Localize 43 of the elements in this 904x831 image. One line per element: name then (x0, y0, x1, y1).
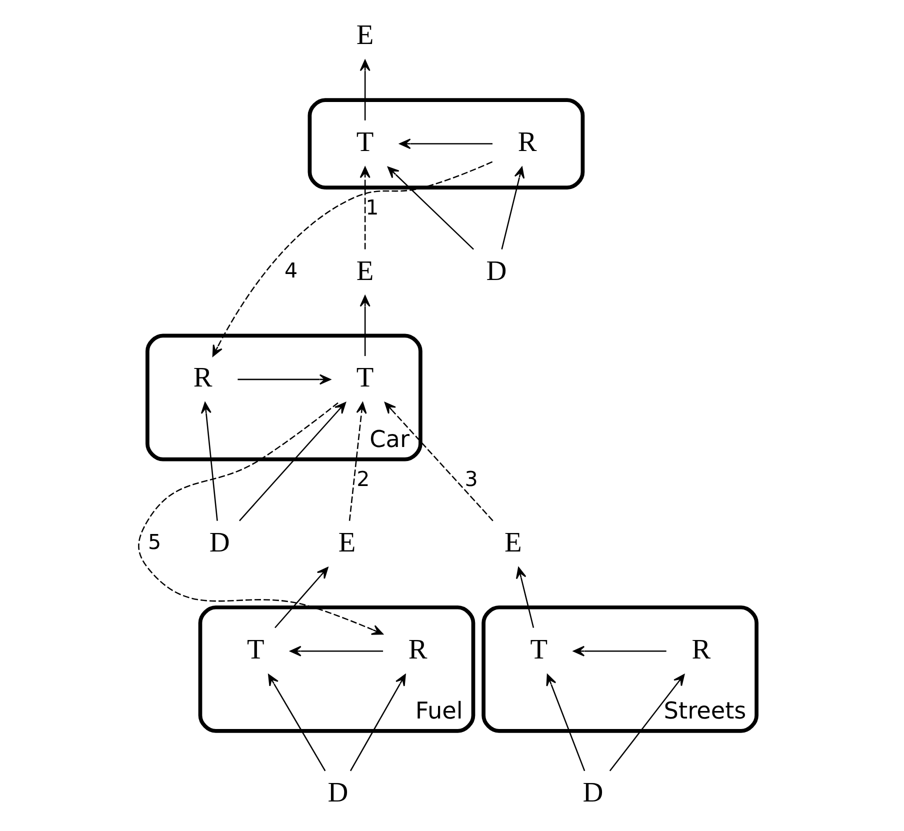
node-text: D (582, 777, 604, 808)
node-text: R (193, 362, 212, 394)
arrow (200, 402, 218, 521)
arrow (516, 567, 534, 628)
node-text: D (209, 527, 230, 558)
arrow (546, 674, 586, 772)
arrow (360, 295, 370, 356)
arrow (238, 374, 331, 385)
arrow (212, 161, 493, 357)
node-text: T (530, 634, 548, 666)
arrow (388, 166, 474, 250)
cluster (308, 98, 585, 190)
arrow (573, 646, 666, 656)
arrow (360, 60, 370, 120)
edge-label: 3 (464, 467, 478, 492)
arrow (268, 674, 326, 772)
arrow (290, 646, 384, 656)
node-text: R (518, 127, 537, 158)
edge-label: 5 (148, 530, 162, 554)
node-text: D (328, 777, 348, 808)
arrow (350, 674, 406, 772)
arrow (501, 166, 525, 250)
node-text: E (356, 20, 374, 52)
arrow (360, 166, 370, 250)
arrow (138, 402, 384, 635)
edge-label: 4 (284, 258, 298, 282)
arrow (384, 402, 494, 522)
node-text: E (338, 527, 356, 558)
node-text: T (356, 362, 374, 394)
arrow (239, 402, 346, 522)
node-text: E (504, 527, 522, 558)
node-text: R (692, 634, 711, 666)
arrow (609, 674, 685, 772)
node-text: T (356, 127, 374, 158)
edge-label: 2 (356, 467, 370, 492)
node-text: R (408, 634, 428, 666)
node-text: D (486, 256, 507, 287)
node-text: E (356, 256, 374, 287)
node-text: T (246, 634, 264, 666)
arrow (274, 567, 328, 628)
edge-label: 1 (366, 195, 379, 220)
arrow (399, 138, 492, 150)
arrow (348, 402, 367, 521)
